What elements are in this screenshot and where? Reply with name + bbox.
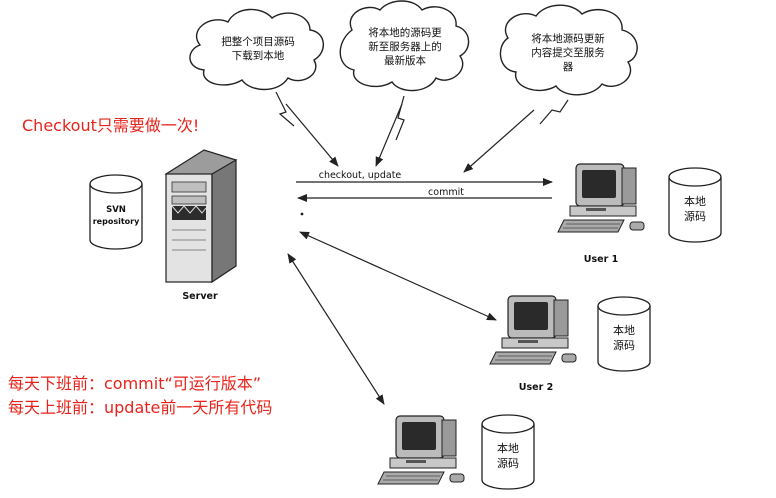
user2-label: User 2 [519,382,553,393]
cloud-commit-line-1: 将本地源码更新 [531,32,605,45]
user2-computer-icon [489,295,577,365]
user3-local-line-1: 本地 [497,441,519,455]
repository-line-1: SVN [106,205,126,215]
pointer-commit [463,109,535,173]
user1-label: User 1 [584,254,618,265]
commit-label: commit [428,187,464,198]
user2-local-cylinder: 本地 源码 [597,296,651,372]
annotation-evening-commit: 每天下班前：commit“可运行版本” [8,374,261,393]
cloud-commit-line-2: 内容提交至服务 [531,46,605,59]
user1-local-line-2: 源码 [684,209,706,223]
user1-local-line-1: 本地 [684,194,706,208]
cloud-update-line-2: 新至服务器上的 [368,40,442,53]
pointer-update [375,103,403,167]
cloud-update-line-1: 将本地的源码更 [368,26,442,39]
cloud-download: 把整个项目源码 下载到本地 [189,8,324,91]
user1-computer-icon [557,163,645,233]
commit-label-bg [426,186,468,197]
annotation-checkout-once: Checkout只需要做一次! [22,116,199,135]
cloud-download-line-2: 下载到本地 [232,49,285,62]
repository-line-2: repository [93,217,140,226]
arrow-start-dot [300,212,304,216]
annotation-morning-update: 每天上班前：update前一天所有代码 [8,398,272,417]
user2-local-line-1: 本地 [613,323,635,337]
user3-local-line-2: 源码 [497,456,519,470]
cloud-download-tail [275,91,295,127]
user1-local-cylinder: 本地 源码 [668,167,722,243]
user3-local-cylinder: 本地 源码 [481,414,535,490]
svn-repository-cylinder: SVN repository [89,174,143,250]
server-tower-icon [164,149,238,284]
server-label: Server [182,291,218,302]
cloud-update: 将本地的源码更 新至服务器上的 最新版本 [339,0,470,92]
server-user3-arrow [287,253,385,405]
cloud-update-tail [395,95,405,141]
user3-computer-icon [377,415,465,485]
cloud-download-line-1: 把整个项目源码 [221,35,295,48]
cloud-update-line-3: 最新版本 [384,54,426,67]
cloud-commit-tail [539,99,569,125]
pointer-checkout [285,103,339,167]
server-user2-arrow [299,231,497,321]
checkout-update-label: checkout, update [319,170,402,181]
user2-local-line-2: 源码 [613,338,635,352]
cloud-commit: 将本地源码更新 内容提交至服务 器 [499,4,638,96]
cloud-commit-line-3: 器 [563,61,574,73]
